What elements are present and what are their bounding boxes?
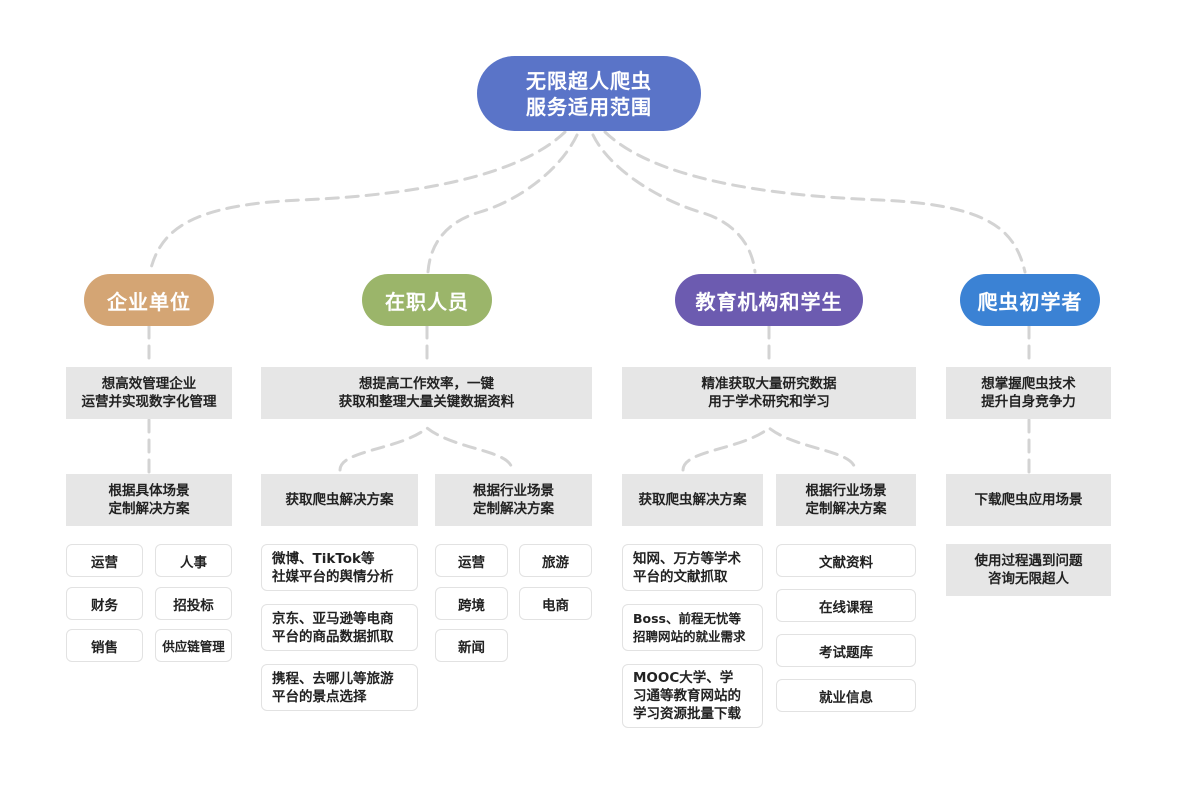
leaf-edu-academic-line2: 平台的文献抓取 — [633, 568, 728, 585]
solution-enterprise: 根据具体场景 定制解决方案 — [66, 474, 232, 526]
need-enterprise-line2: 运营并实现数字化管理 — [81, 394, 217, 410]
solution-staff-industry-line2: 定制解决方案 — [473, 501, 554, 517]
solution-staff-crawler-label: 获取爬虫解决方案 — [285, 492, 394, 508]
leaf-staff-social-media-line2: 社媒平台的舆情分析 — [272, 568, 394, 585]
leaf-staff-social-media: 微博、TikTok等 社媒平台的舆情分析 — [261, 544, 418, 591]
solution-staff-industry-line1: 根据行业场景 — [473, 483, 554, 499]
leaf-edu-literature: 文献资料 — [776, 544, 916, 577]
leaf-edu-academic-line1: 知网、万方等学术 — [633, 550, 741, 567]
leaf-staff-tourism: 旅游 — [519, 544, 592, 577]
solution-staff-crawler: 获取爬虫解决方案 — [261, 474, 418, 526]
connector-staff-solutions — [338, 426, 514, 472]
need-edu-line1: 精准获取大量研究数据 — [701, 376, 837, 392]
connector-root-enterprise — [148, 130, 567, 274]
need-staff-line1: 想提高工作效率，一键 — [359, 376, 494, 392]
solution-enterprise-line2: 定制解决方案 — [108, 501, 190, 517]
solution-edu-crawler-label: 获取爬虫解决方案 — [638, 492, 747, 508]
root-title-line2: 服务适用范围 — [526, 94, 652, 119]
leaf-enterprise-bidding: 招投标 — [155, 587, 232, 620]
leaf-edu-mooc-line2: 习通等教育网站的 — [633, 688, 741, 704]
leaf-staff-ecommerce: 京东、亚马逊等电商 平台的商品数据抓取 — [261, 604, 418, 651]
leaf-staff-travel-line2: 平台的景点选择 — [272, 688, 367, 705]
need-enterprise: 想高效管理企业 运营并实现数字化管理 — [66, 367, 232, 419]
need-beginner-line2: 提升自身竞争力 — [981, 394, 1076, 410]
leaf-edu-jobs: Boss、前程无忧等 招聘网站的就业需求 — [622, 604, 763, 651]
connector-root-beginner — [603, 130, 1027, 274]
need-edu: 精准获取大量研究数据 用于学术研究和学习 — [622, 367, 916, 419]
leaf-staff-ecommerce-line1: 京东、亚马逊等电商 — [272, 610, 394, 627]
leaf-enterprise-supply-chain: 供应链管理 — [155, 629, 232, 662]
leaf-edu-mooc: MOOC大学、学 习通等教育网站的 学习资源批量下载 — [622, 664, 763, 728]
need-edu-line2: 用于学术研究和学习 — [708, 394, 830, 410]
leaf-edu-jobs-line2: 招聘网站的就业需求 — [633, 628, 746, 644]
need-enterprise-line1: 想高效管理企业 — [101, 376, 197, 392]
need-staff-line2: 获取和整理大量关键数据资料 — [338, 394, 515, 410]
leaf-enterprise-finance: 财务 — [66, 587, 143, 620]
solution-edu-industry-line1: 根据行业场景 — [805, 483, 887, 499]
leaf-staff-news: 新闻 — [435, 629, 508, 662]
leaf-staff-cross-border: 跨境 — [435, 587, 508, 620]
need-beginner: 想掌握爬虫技术 提升自身竞争力 — [946, 367, 1111, 419]
leaf-edu-exam-bank: 考试题库 — [776, 634, 916, 667]
leaf-staff-ecommerce-industry: 电商 — [519, 587, 592, 620]
category-staff: 在职人员 — [362, 274, 492, 326]
leaf-edu-mooc-line1: MOOC大学、学 — [633, 670, 734, 686]
leaf-staff-travel-line1: 携程、去哪儿等旅游 — [272, 670, 394, 687]
solution-enterprise-line1: 根据具体场景 — [108, 483, 190, 499]
solution-edu-industry-line2: 定制解决方案 — [805, 501, 887, 517]
connector-edu-solutions — [681, 426, 857, 472]
root-node: 无限超人爬虫 服务适用范围 — [477, 56, 701, 131]
beginner-support-line2: 咨询无限超人 — [988, 571, 1069, 587]
solution-edu-crawler: 获取爬虫解决方案 — [622, 474, 763, 526]
need-staff: 想提高工作效率，一键 获取和整理大量关键数据资料 — [261, 367, 592, 419]
solution-beginner: 下载爬虫应用场景 — [946, 474, 1111, 526]
leaf-enterprise-sales: 销售 — [66, 629, 143, 662]
beginner-support: 使用过程遇到问题 咨询无限超人 — [946, 544, 1111, 596]
category-enterprise: 企业单位 — [84, 274, 214, 326]
leaf-edu-mooc-line3: 学习资源批量下载 — [633, 706, 741, 722]
leaf-edu-academic: 知网、万方等学术 平台的文献抓取 — [622, 544, 763, 591]
leaf-enterprise-hr: 人事 — [155, 544, 232, 577]
need-beginner-line1: 想掌握爬虫技术 — [981, 376, 1076, 392]
leaf-staff-social-media-line1: 微博、TikTok等 — [272, 550, 375, 567]
connector-root-staff — [426, 133, 579, 274]
leaf-edu-jobs-line1: Boss、前程无忧等 — [633, 610, 741, 626]
leaf-staff-ecommerce-line2: 平台的商品数据抓取 — [272, 628, 394, 645]
beginner-support-line1: 使用过程遇到问题 — [974, 553, 1083, 569]
leaf-edu-employment: 就业信息 — [776, 679, 916, 712]
category-edu: 教育机构和学生 — [675, 274, 863, 326]
category-beginner: 爬虫初学者 — [960, 274, 1100, 326]
solution-beginner-label: 下载爬虫应用场景 — [974, 492, 1083, 508]
leaf-staff-operations: 运营 — [435, 544, 508, 577]
solution-staff-industry: 根据行业场景 定制解决方案 — [435, 474, 592, 526]
leaf-edu-online-courses: 在线课程 — [776, 589, 916, 622]
solution-edu-industry: 根据行业场景 定制解决方案 — [776, 474, 916, 526]
leaf-enterprise-operations: 运营 — [66, 544, 143, 577]
connector-root-edu — [591, 133, 757, 274]
leaf-staff-travel: 携程、去哪儿等旅游 平台的景点选择 — [261, 664, 418, 711]
root-title-line1: 无限超人爬虫 — [526, 68, 652, 93]
